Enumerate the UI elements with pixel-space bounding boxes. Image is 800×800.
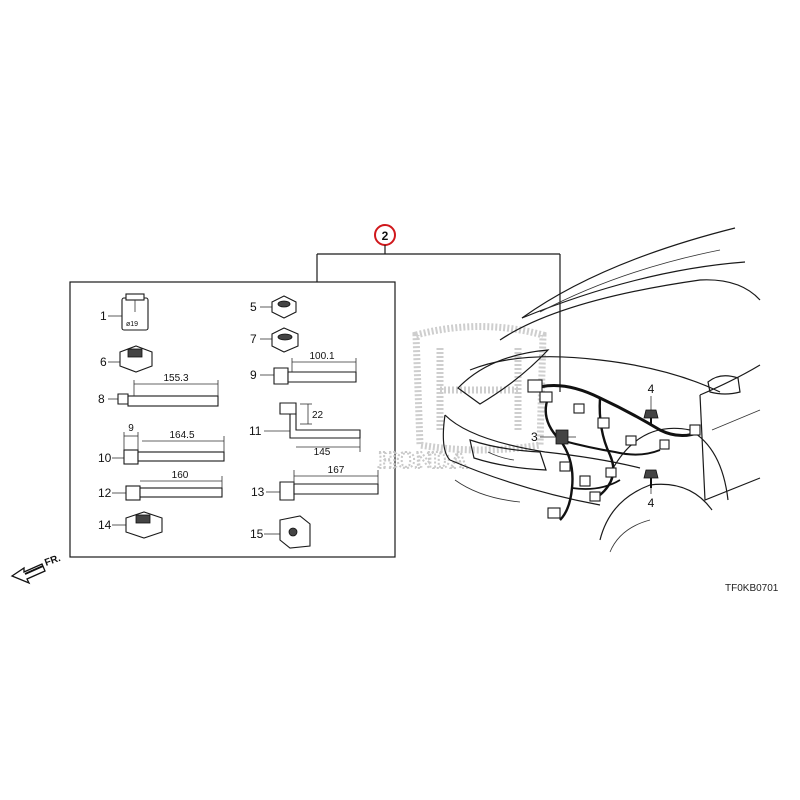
dim-167: 167 <box>328 465 345 476</box>
svg-text:9: 9 <box>250 368 257 382</box>
part-12[interactable]: 12 160 <box>98 470 223 501</box>
callout-2-label: 2 <box>382 229 389 243</box>
part-3[interactable]: 3 <box>531 429 576 445</box>
svg-text:7: 7 <box>250 332 257 346</box>
svg-text:10: 10 <box>98 451 112 465</box>
part-15[interactable]: 15 <box>250 515 311 549</box>
part-13[interactable]: 13 167 <box>251 465 379 501</box>
parts-box <box>69 281 396 558</box>
svg-text:11: 11 <box>249 424 262 438</box>
dim-9: 9 <box>128 423 134 434</box>
svg-text:5: 5 <box>250 300 257 314</box>
callout-2[interactable]: 2 <box>374 224 396 246</box>
dim-164-5: 164.5 <box>169 430 194 441</box>
dim-100-1: 100.1 <box>309 351 334 362</box>
svg-text:4: 4 <box>648 382 655 396</box>
svg-text:6: 6 <box>100 355 107 369</box>
front-direction-arrow: FR. <box>10 553 62 585</box>
dim-145: 145 <box>314 447 331 458</box>
svg-text:8: 8 <box>98 392 105 406</box>
part-4-lower[interactable]: 4 <box>643 469 659 510</box>
svg-text:14: 14 <box>98 518 112 532</box>
diagram-reference-code: TF0KB0701 <box>725 583 779 594</box>
part-4-upper[interactable]: 4 <box>643 382 659 426</box>
part-1-marking: ø19 <box>126 321 138 328</box>
part-14[interactable]: 14 <box>98 511 163 539</box>
part-6[interactable]: 6 <box>100 345 153 373</box>
honda-watermark: HONDA <box>377 323 547 475</box>
callout-bracket <box>316 245 561 392</box>
svg-text:3: 3 <box>531 430 538 444</box>
dim-155-3: 155.3 <box>163 373 188 384</box>
part-5[interactable]: 5 <box>250 295 297 319</box>
part-10[interactable]: 10 9 164.5 <box>98 423 225 465</box>
vehicle-front-illustration <box>442 227 761 553</box>
dim-22: 22 <box>312 410 324 421</box>
svg-text:4: 4 <box>648 496 655 510</box>
wire-harness <box>527 379 701 521</box>
svg-text:12: 12 <box>98 486 112 500</box>
front-direction-label: FR. <box>43 553 62 569</box>
part-7[interactable]: 7 <box>250 327 299 353</box>
svg-text:13: 13 <box>251 485 265 499</box>
part-8[interactable]: 8 155.3 <box>98 373 219 407</box>
part-1[interactable]: 1 ø19 <box>100 293 149 331</box>
svg-text:1: 1 <box>100 309 107 323</box>
svg-text:15: 15 <box>250 527 264 541</box>
watermark-text: HONDA <box>378 448 468 474</box>
dim-160: 160 <box>172 470 189 481</box>
part-11[interactable]: 11 22 145 <box>249 402 361 458</box>
part-9[interactable]: 9 100.1 <box>250 351 357 385</box>
